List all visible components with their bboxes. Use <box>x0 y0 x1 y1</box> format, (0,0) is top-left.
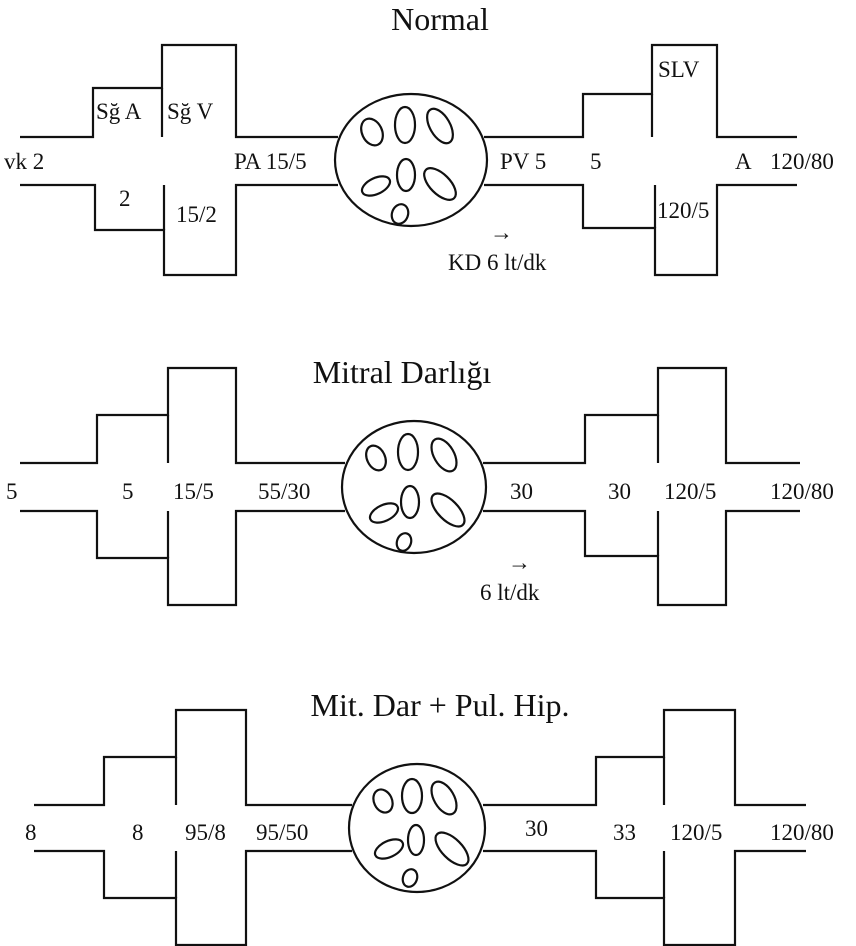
alveolus <box>357 115 387 149</box>
alveolus <box>370 786 396 815</box>
pa-pressure: PA 15/5 <box>234 149 307 174</box>
alveolus <box>400 867 419 889</box>
rv-pressure: 15/2 <box>176 202 217 227</box>
flow-arrow: → <box>508 550 531 575</box>
aorta-name-label: A <box>735 149 752 174</box>
panel-mitral-stenosis: Mitral Darlığı 5 5 15/5 55/30 30 30 120/… <box>6 354 834 605</box>
alveolus <box>402 779 422 813</box>
alveolus <box>367 499 401 526</box>
alveolus <box>419 163 461 205</box>
alveolus <box>401 486 419 518</box>
pv-pressure: 30 <box>525 816 548 841</box>
circulation-outline-bottom <box>34 851 806 945</box>
alveolus <box>395 107 415 143</box>
alveolus <box>422 105 458 148</box>
alveolus <box>426 777 461 818</box>
vein-pressure: 8 <box>25 820 37 845</box>
aorta-pressure: 120/80 <box>770 149 834 174</box>
aorta-pressure: 120/80 <box>770 479 834 504</box>
alveolus <box>362 442 389 473</box>
pa-pressure: 55/30 <box>258 479 310 504</box>
rv-pressure: 15/5 <box>173 479 214 504</box>
cardiac-output-label: KD 6 lt/dk <box>448 250 547 275</box>
circulation-outline-top <box>34 710 806 805</box>
panel-title: Mit. Dar + Pul. Hip. <box>311 687 570 723</box>
lv-pressure: 120/5 <box>657 198 709 223</box>
alveolus <box>397 159 415 191</box>
lung <box>342 421 486 553</box>
lv-name-label: SLV <box>658 57 700 82</box>
vein-pressure: vk 2 <box>4 149 44 174</box>
lv-pressure: 120/5 <box>664 479 716 504</box>
lung <box>349 764 485 892</box>
pv-pressure: 30 <box>510 479 533 504</box>
lung <box>335 94 487 226</box>
pa-pressure: 95/50 <box>256 820 308 845</box>
alveolus <box>389 202 411 226</box>
rv-pressure: 95/8 <box>185 820 226 845</box>
cardiac-output-label: 6 lt/dk <box>480 580 540 605</box>
ra-pressure: 2 <box>119 186 131 211</box>
alveolus <box>426 488 470 532</box>
aorta-pressure: 120/80 <box>770 820 834 845</box>
vein-pressure: 5 <box>6 479 18 504</box>
alveolus <box>398 434 418 470</box>
panel-title: Mitral Darlığı <box>313 354 492 390</box>
alveolus <box>372 835 406 862</box>
ra-pressure: 5 <box>122 479 134 504</box>
alveolus <box>426 434 461 475</box>
panel-normal: Normal Sğ A Sğ V SLV vk 2 2 15/2 PA 15/5… <box>4 1 834 275</box>
alveolus <box>394 531 413 553</box>
alveolus <box>408 825 424 855</box>
ra-pressure: 8 <box>132 820 144 845</box>
pv-pressure: PV 5 <box>500 149 546 174</box>
circulation-outline-bottom <box>20 511 800 605</box>
panel-title: Normal <box>391 1 489 37</box>
lung-outline <box>335 94 487 226</box>
alveolus <box>430 827 474 871</box>
panel-mitral-stenosis-pulmonary-hypertension: Mit. Dar + Pul. Hip. 8 8 95/8 95/50 30 3… <box>25 687 834 945</box>
ra-name-label: Sğ A <box>96 99 142 124</box>
alveolus <box>359 172 393 199</box>
rv-name-label: Sğ V <box>167 99 214 124</box>
lv-pressure: 120/5 <box>670 820 722 845</box>
flow-arrow: → <box>490 220 513 245</box>
la-pressure: 5 <box>590 149 602 174</box>
la-pressure: 33 <box>613 820 636 845</box>
la-pressure: 30 <box>608 479 631 504</box>
